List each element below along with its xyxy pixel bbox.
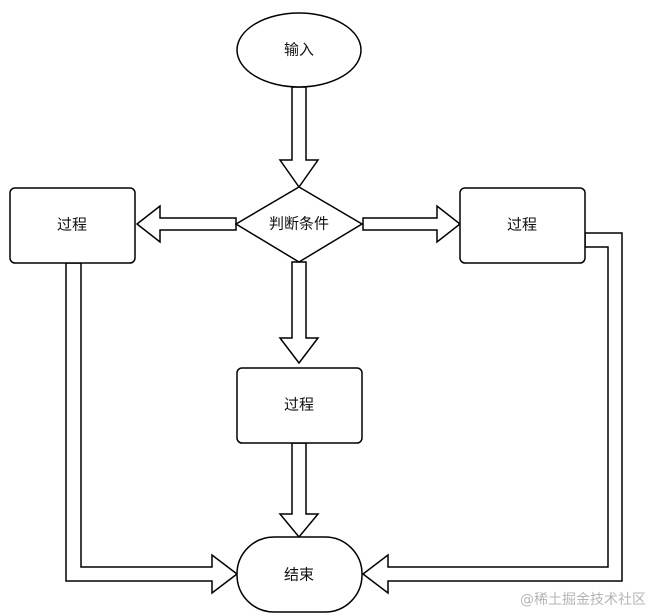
- node-labels: 输入 判断条件 过程 过程 过程 结束: [57, 41, 537, 584]
- arrow-decision-to-left-process: [135, 204, 237, 244]
- connectors: [65, 86, 623, 595]
- start-node-label: 输入: [284, 41, 314, 59]
- arrow-center-process-to-end: [278, 442, 320, 539]
- right-process-box: [459, 187, 586, 264]
- decision-node-label: 判断条件: [269, 215, 329, 233]
- center-process-label: 过程: [284, 396, 314, 414]
- arrow-right-process-to-end: [361, 232, 623, 595]
- left-process-label: 过程: [57, 216, 87, 234]
- decision-node-diamond: [234, 186, 364, 263]
- arrow-start-to-decision: [278, 86, 320, 189]
- end-node-label: 结束: [284, 566, 314, 584]
- center-process-box: [236, 367, 363, 444]
- left-process-box: [9, 187, 136, 264]
- watermark-text: @稀土掘金技术社区: [520, 592, 646, 608]
- arrow-decision-to-right-process: [362, 204, 462, 244]
- end-node-stadium: [236, 536, 363, 613]
- nodes: [9, 12, 586, 613]
- arrow-left-process-to-end: [65, 262, 239, 595]
- arrow-decision-to-center-process: [278, 261, 320, 365]
- start-node-ellipse: [236, 12, 362, 88]
- right-process-label: 过程: [507, 216, 537, 234]
